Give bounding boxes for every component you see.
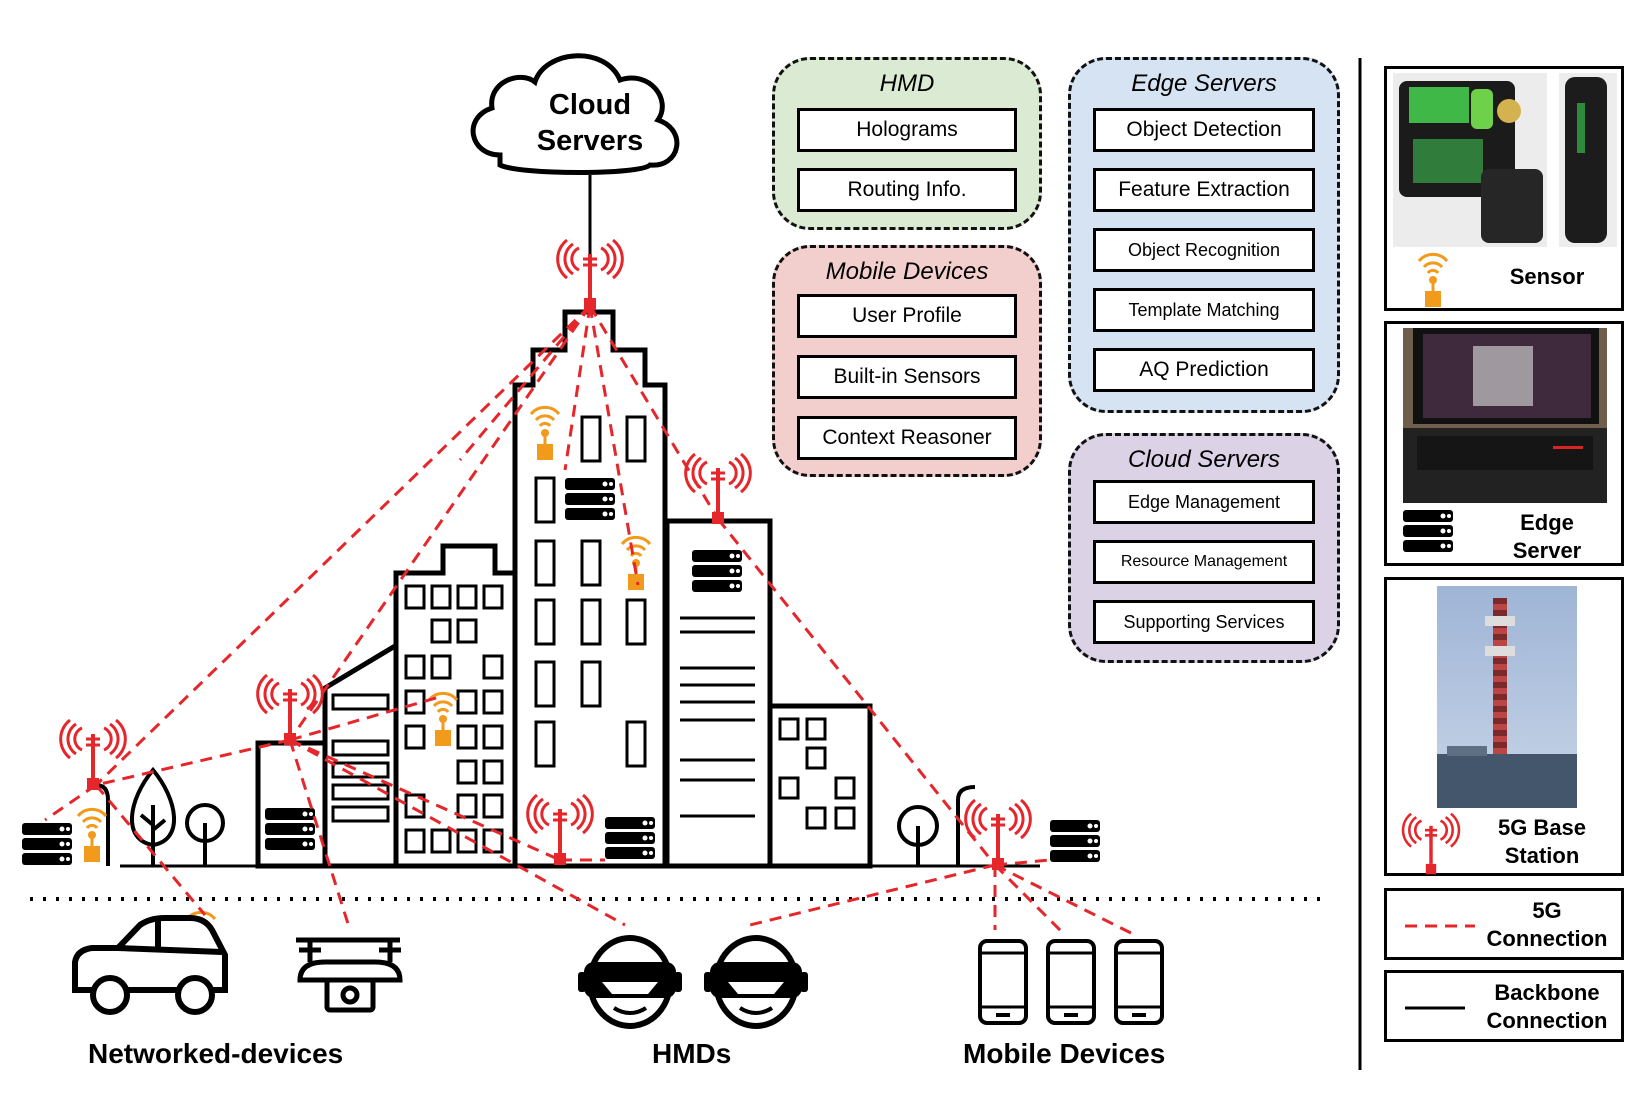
edge-server-photo bbox=[1403, 328, 1607, 503]
building-stripes bbox=[680, 616, 755, 818]
legend-backbone-line1: Backbone bbox=[1494, 980, 1600, 1005]
server-icon bbox=[1403, 510, 1453, 552]
server-icon bbox=[22, 823, 72, 865]
fn-aq-prediction: AQ Prediction bbox=[1093, 348, 1315, 392]
server-icon bbox=[265, 808, 315, 850]
dashed-line-icon bbox=[1405, 924, 1475, 928]
antenna-icon bbox=[963, 798, 1033, 872]
fn-object-detection: Object Detection bbox=[1093, 108, 1315, 152]
fn-user-profile: User Profile bbox=[797, 294, 1017, 338]
cloud-servers-icon bbox=[470, 53, 680, 175]
legend-base-line2: Station bbox=[1504, 843, 1580, 868]
antenna-icon bbox=[683, 452, 753, 526]
fn-context-reasoner: Context Reasoner bbox=[797, 416, 1017, 460]
tree-icon bbox=[129, 766, 939, 866]
group-mobile-title: Mobile Devices bbox=[825, 258, 989, 285]
hmd-icon bbox=[704, 938, 808, 1026]
drone-icon bbox=[296, 937, 403, 1013]
label-mobile-devices: Mobile Devices bbox=[963, 1038, 1166, 1069]
fn-feature-extraction: Feature Extraction bbox=[1093, 168, 1315, 212]
fn-routing-info: Routing Info. bbox=[797, 168, 1017, 212]
legend-edge-line2: Server bbox=[1512, 538, 1582, 563]
phone-icon bbox=[1114, 939, 1164, 1025]
antenna-icon bbox=[58, 718, 128, 792]
fn-object-recognition: Object Recognition bbox=[1093, 228, 1315, 272]
fn-resource-management: Resource Management bbox=[1093, 540, 1315, 584]
group-edge-title: Edge Servers bbox=[1131, 70, 1277, 97]
legend-5g-line2: Connection bbox=[1486, 926, 1608, 951]
sensor-photo bbox=[1393, 73, 1547, 247]
fn-holograms: Holograms bbox=[797, 108, 1017, 152]
server-icon bbox=[1050, 820, 1100, 862]
legend-sensor-label: Sensor bbox=[1509, 264, 1585, 289]
group-cloud-servers: Cloud Servers Edge Management Resource M… bbox=[1068, 433, 1340, 663]
fn-supporting-services: Supporting Services bbox=[1093, 600, 1315, 644]
label-networked-devices: Networked-devices bbox=[88, 1038, 344, 1069]
group-cloud-title: Cloud Servers bbox=[1127, 446, 1281, 473]
legend-5g-line1: 5G bbox=[1532, 898, 1562, 923]
fn-built-in-sensors: Built-in Sensors bbox=[797, 355, 1017, 399]
server-icon bbox=[692, 550, 742, 592]
cloud-title-line2: Servers bbox=[537, 125, 643, 157]
fn-edge-management: Edge Management bbox=[1093, 480, 1315, 524]
legend-base-line1: 5G Base bbox=[1497, 815, 1587, 840]
fn-template-matching: Template Matching bbox=[1093, 288, 1315, 332]
legend-backbone-connection: Backbone Connection bbox=[1384, 970, 1624, 1042]
sensor-device-photo bbox=[1559, 73, 1617, 247]
legend-sensor: Sensor bbox=[1384, 66, 1624, 311]
cloud-title-line1: Cloud bbox=[549, 89, 631, 121]
legend-backbone-line2: Connection bbox=[1486, 1008, 1608, 1033]
legend-5g-connection: 5G Connection bbox=[1384, 888, 1624, 960]
sensor-icon bbox=[76, 807, 108, 864]
phone-icon bbox=[978, 939, 1028, 1025]
group-hmd-title: HMD bbox=[879, 70, 935, 97]
server-icon bbox=[565, 478, 615, 520]
solid-line-icon bbox=[1405, 1006, 1465, 1010]
legend-base-station: 5G Base Station bbox=[1384, 577, 1624, 876]
windows bbox=[331, 415, 856, 854]
antenna-icon bbox=[1401, 812, 1461, 876]
phone-icon bbox=[1046, 939, 1096, 1025]
legend-edge-server: Edge Server bbox=[1384, 321, 1624, 566]
group-mobile-devices: Mobile Devices User Profile Built-in Sen… bbox=[772, 245, 1042, 477]
server-icon bbox=[605, 817, 655, 859]
group-hmd: HMD Holograms Routing Info. bbox=[772, 57, 1042, 230]
label-hmds: HMDs bbox=[652, 1038, 732, 1069]
hmd-icon bbox=[578, 938, 682, 1026]
car-icon bbox=[72, 915, 229, 1015]
base-station-photo bbox=[1437, 586, 1577, 808]
group-edge-servers: Edge Servers Object Detection Feature Ex… bbox=[1068, 57, 1340, 413]
legend-edge-line1: Edge bbox=[1520, 510, 1574, 535]
sensor-icon bbox=[1417, 252, 1449, 309]
